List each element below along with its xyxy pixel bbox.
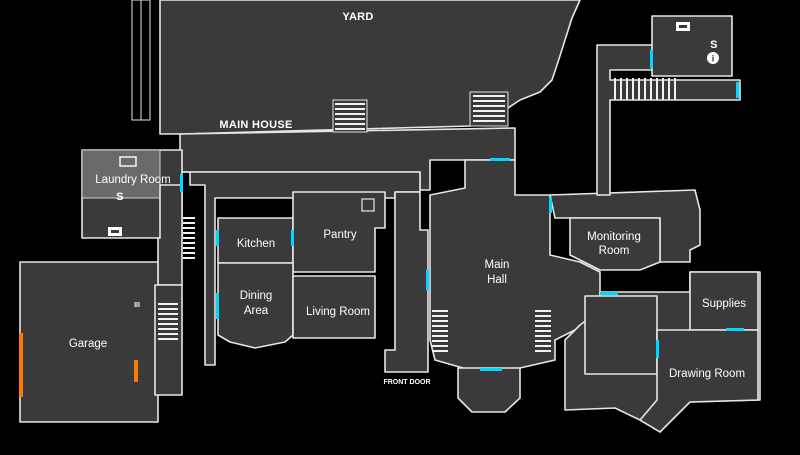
door-dining-west — [216, 293, 219, 319]
door-front-corridor — [426, 270, 429, 290]
pantry-label: Pantry — [323, 229, 356, 241]
door-main-hall-north — [490, 158, 510, 161]
svg-text:III: III — [134, 302, 140, 309]
kitchen-room — [217, 217, 294, 264]
laundry-chest-icon — [108, 227, 122, 236]
stairs-main-hall-right — [535, 310, 551, 352]
main-house-label: MAIN HOUSE — [219, 119, 292, 131]
door-kitchen-west — [216, 230, 219, 246]
door-laundry-east — [180, 174, 183, 192]
stairs-yard-left — [332, 99, 368, 133]
door-drawing-west — [656, 340, 659, 358]
door-garage-east-locked — [134, 360, 138, 382]
laundry-connector — [157, 184, 183, 286]
dining-area-room — [217, 262, 294, 349]
front-corridor — [384, 191, 429, 373]
garage-room — [19, 261, 159, 423]
stairs-main-hall-left — [432, 310, 448, 352]
svg-text:S: S — [116, 191, 124, 203]
svg-text:i: i — [712, 54, 715, 64]
stairs-laundry — [183, 217, 195, 259]
living-room — [292, 275, 376, 339]
drawing-room — [639, 329, 759, 433]
yard-label: YARD — [342, 11, 373, 23]
door-supplies-south — [726, 328, 744, 331]
main-hall-label-1: Main — [485, 259, 510, 271]
monitoring-room-label-1: Monitoring — [587, 231, 641, 243]
drawing-room-label: Drawing Room — [669, 368, 745, 380]
svg-text:S: S — [710, 39, 718, 51]
stairs-north-east — [614, 78, 676, 100]
dining-area-label-2: Area — [244, 305, 269, 317]
garage-marker-icon: III — [134, 302, 140, 309]
supplies-label: Supplies — [702, 298, 746, 310]
main-hall-room — [429, 159, 601, 371]
supplies-room — [689, 271, 759, 331]
laundry-item-icon — [119, 156, 137, 167]
save-room-info-icon: i — [707, 52, 719, 64]
door-main-hall-south — [480, 368, 502, 371]
monitoring-room-label-2: Room — [599, 245, 630, 257]
yard-fence — [131, 0, 151, 121]
monitoring-room — [569, 217, 661, 271]
door-kitchen-pantry — [291, 230, 294, 246]
laundry-room-label: Laundry Room — [95, 174, 170, 186]
front-door-label: FRONT DOOR — [383, 379, 430, 386]
laundry-save-icon: S — [116, 191, 124, 203]
door-garage-west-locked — [19, 333, 23, 397]
main-hall-label-2: Hall — [487, 274, 507, 286]
garage-label: Garage — [69, 338, 107, 350]
stairs-yard-right — [469, 91, 509, 127]
pantry-box — [361, 198, 375, 212]
door-north-east-stairs — [736, 82, 739, 98]
door-main-hall-east — [549, 197, 552, 213]
storage-room — [584, 295, 658, 375]
door-monitoring-south — [600, 292, 618, 295]
main-hall-bay — [457, 367, 521, 413]
save-room — [651, 15, 733, 77]
door-save-room — [650, 50, 653, 68]
save-room-typewriter-icon: S — [710, 39, 718, 51]
stairs-garage — [158, 303, 178, 340]
kitchen-label: Kitchen — [237, 238, 275, 250]
save-room-chest-icon — [676, 22, 690, 31]
dining-area-label-1: Dining — [240, 290, 273, 302]
living-room-label: Living Room — [306, 306, 370, 318]
laundry-room-highlight — [81, 149, 161, 199]
